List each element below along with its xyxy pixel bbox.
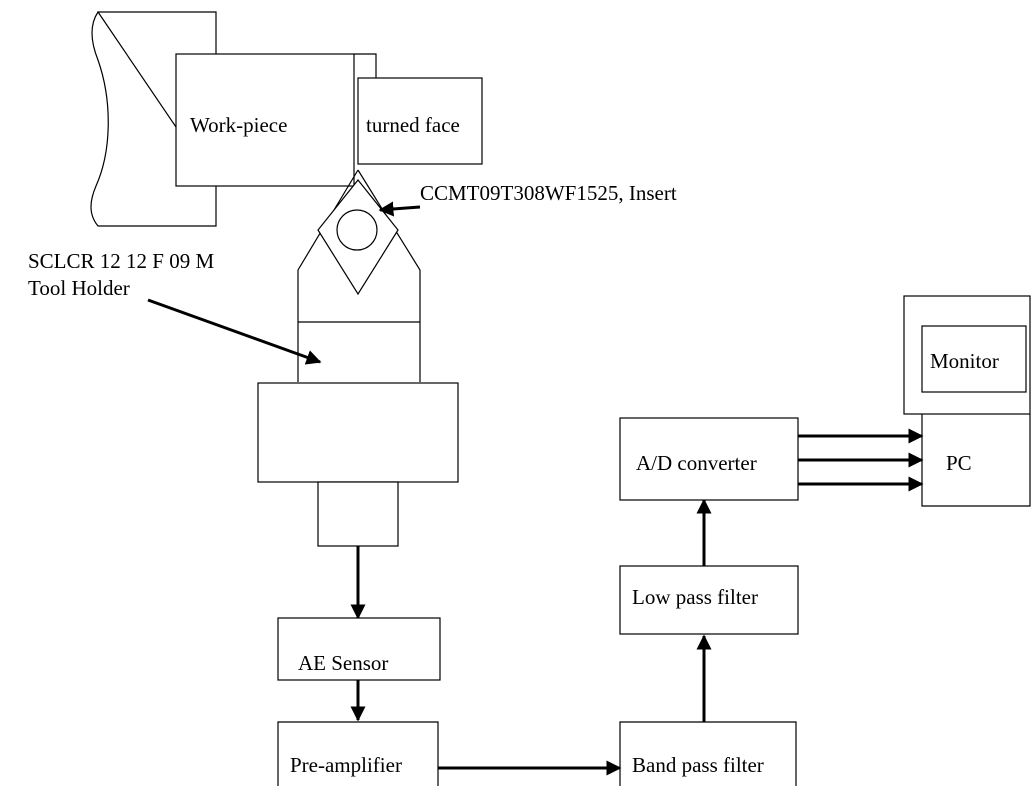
pc-label: PC: [946, 451, 972, 475]
pre-amplifier-label: Pre-amplifier: [290, 753, 402, 777]
pre-amplifier-box: Pre-amplifier: [277, 721, 439, 786]
band-pass-filter-box: Band pass filter: [619, 721, 797, 786]
tool-holder-code-label: SCLCR 12 12 F 09 M: [28, 249, 214, 273]
tool-holder-arrow: [147, 298, 322, 365]
pc-box: PC: [921, 414, 1031, 507]
workpiece-label: Work-piece: [190, 113, 287, 137]
ad-converter-label: A/D converter: [636, 451, 757, 475]
insert-shape: [317, 179, 399, 296]
turned-face-block: turned face: [354, 53, 483, 165]
ae-sensor-label: AE Sensor: [298, 651, 388, 675]
insert-arrow: [378, 201, 421, 217]
low-pass-filter-box: Low pass filter: [619, 565, 799, 635]
tool-holder-label: Tool Holder: [28, 276, 130, 300]
turned-face-label: turned face: [366, 113, 460, 137]
insert-label: CCMT09T308WF1525, Insert: [420, 181, 677, 205]
monitor-label: Monitor: [930, 349, 999, 373]
band-pass-filter-label: Band pass filter: [632, 753, 764, 777]
holder-base: [257, 382, 459, 547]
ad-converter-box: A/D converter: [619, 417, 799, 501]
monitor-box: Monitor: [903, 295, 1031, 415]
workpiece-block: Work-piece: [175, 53, 355, 187]
chuck-outline: [90, 10, 217, 227]
ae-sensor-box: AE Sensor: [277, 617, 441, 681]
low-pass-filter-label: Low pass filter: [632, 585, 758, 609]
